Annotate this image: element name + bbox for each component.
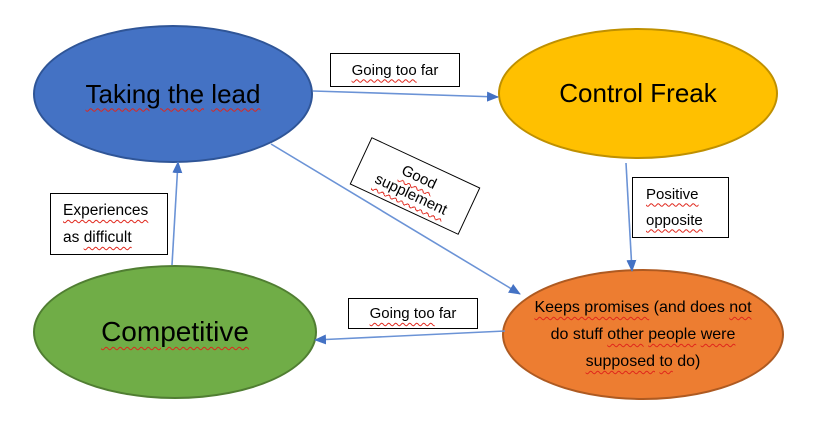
label-going-too-far-bottom-text: Going too far [369, 305, 457, 322]
label-going-too-far-top-text: Going too far [351, 61, 439, 79]
node-taking-the-lead-label: Taking the lead [85, 78, 261, 109]
arrow-taking-lead-to-control-freak[interactable] [312, 90, 499, 102]
label-going-too-far-top[interactable]: Going too far [330, 53, 460, 87]
arrow-taking-lead-to-keeps-promises[interactable] [270, 143, 521, 295]
label-going-too-far-bottom[interactable]: Going too far [348, 298, 478, 329]
node-taking-the-lead[interactable]: Taking the lead [33, 25, 313, 163]
node-control-freak-label: Control Freak [559, 78, 717, 108]
node-control-freak[interactable]: Control Freak [498, 28, 778, 159]
arrow-keeps-promises-to-competitive[interactable] [314, 330, 506, 345]
arrow-competitive-to-taking-lead[interactable] [171, 161, 183, 266]
arrow-control-freak-to-keeps-promises[interactable] [625, 162, 637, 272]
node-competitive-label: Competitive [101, 316, 249, 347]
node-competitive[interactable]: Competitive [33, 265, 317, 399]
